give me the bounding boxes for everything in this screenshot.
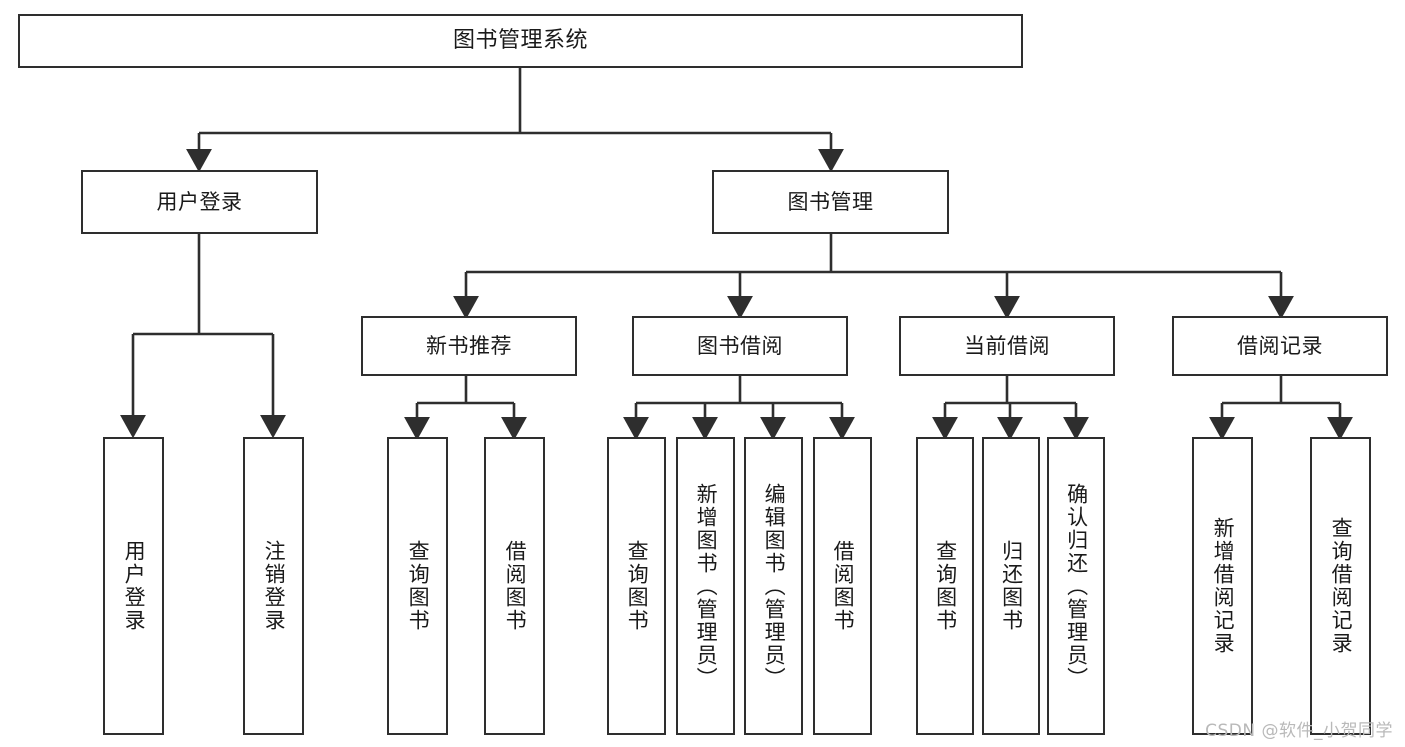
node-root[interactable]: 图书管理系统 xyxy=(18,14,1023,68)
node-book-borrow[interactable]: 图书借阅 xyxy=(632,316,848,376)
node-leaf-edit-book-label: 编辑图书（管理员） xyxy=(762,482,787,690)
node-leaf-return-book[interactable]: 归还图书 xyxy=(982,437,1040,735)
node-leaf-query-book-3-label: 查询图书 xyxy=(933,540,958,632)
node-leaf-borrow-book-2-label: 借阅图书 xyxy=(831,540,856,632)
node-new-book-recommend[interactable]: 新书推荐 xyxy=(361,316,577,376)
node-borrow-record[interactable]: 借阅记录 xyxy=(1172,316,1388,376)
watermark-text: CSDN @软件_小贺同学 xyxy=(1205,721,1393,741)
node-leaf-borrow-book-1-label: 借阅图书 xyxy=(503,540,528,632)
node-leaf-confirm-return[interactable]: 确认归还（管理员） xyxy=(1047,437,1105,735)
node-book-manage-label: 图书管理 xyxy=(787,189,874,214)
node-current-borrow-label: 当前借阅 xyxy=(964,333,1050,358)
node-leaf-logout-login[interactable]: 注销登录 xyxy=(243,437,304,735)
node-current-borrow[interactable]: 当前借阅 xyxy=(899,316,1115,376)
node-root-label: 图书管理系统 xyxy=(452,28,588,54)
node-new-book-recommend-label: 新书推荐 xyxy=(426,333,512,358)
node-leaf-add-record[interactable]: 新增借阅记录 xyxy=(1192,437,1253,735)
node-leaf-edit-book[interactable]: 编辑图书（管理员） xyxy=(744,437,803,735)
node-leaf-confirm-return-label: 确认归还（管理员） xyxy=(1064,482,1089,690)
node-leaf-borrow-book-2[interactable]: 借阅图书 xyxy=(813,437,872,735)
node-book-borrow-label: 图书借阅 xyxy=(697,333,783,358)
node-borrow-record-label: 借阅记录 xyxy=(1237,333,1323,358)
node-book-manage[interactable]: 图书管理 xyxy=(712,170,949,234)
node-leaf-add-book[interactable]: 新增图书（管理员） xyxy=(676,437,735,735)
node-leaf-borrow-book-1[interactable]: 借阅图书 xyxy=(484,437,545,735)
node-user-login[interactable]: 用户登录 xyxy=(81,170,318,234)
node-leaf-return-book-label: 归还图书 xyxy=(999,540,1024,632)
node-leaf-query-book-3[interactable]: 查询图书 xyxy=(916,437,974,735)
node-leaf-query-book-1[interactable]: 查询图书 xyxy=(387,437,448,735)
node-leaf-add-record-label: 新增借阅记录 xyxy=(1211,517,1236,655)
node-user-login-label: 用户登录 xyxy=(156,189,243,214)
node-leaf-query-record-label: 查询借阅记录 xyxy=(1329,517,1354,655)
node-leaf-query-book-1-label: 查询图书 xyxy=(406,540,431,632)
node-leaf-user-login-label: 用户登录 xyxy=(122,540,147,632)
node-leaf-query-book-2[interactable]: 查询图书 xyxy=(607,437,666,735)
node-leaf-add-book-label: 新增图书（管理员） xyxy=(694,482,719,690)
node-leaf-user-login[interactable]: 用户登录 xyxy=(103,437,164,735)
node-leaf-logout-login-label: 注销登录 xyxy=(262,540,287,632)
node-leaf-query-record[interactable]: 查询借阅记录 xyxy=(1310,437,1371,735)
node-leaf-query-book-2-label: 查询图书 xyxy=(625,540,650,632)
